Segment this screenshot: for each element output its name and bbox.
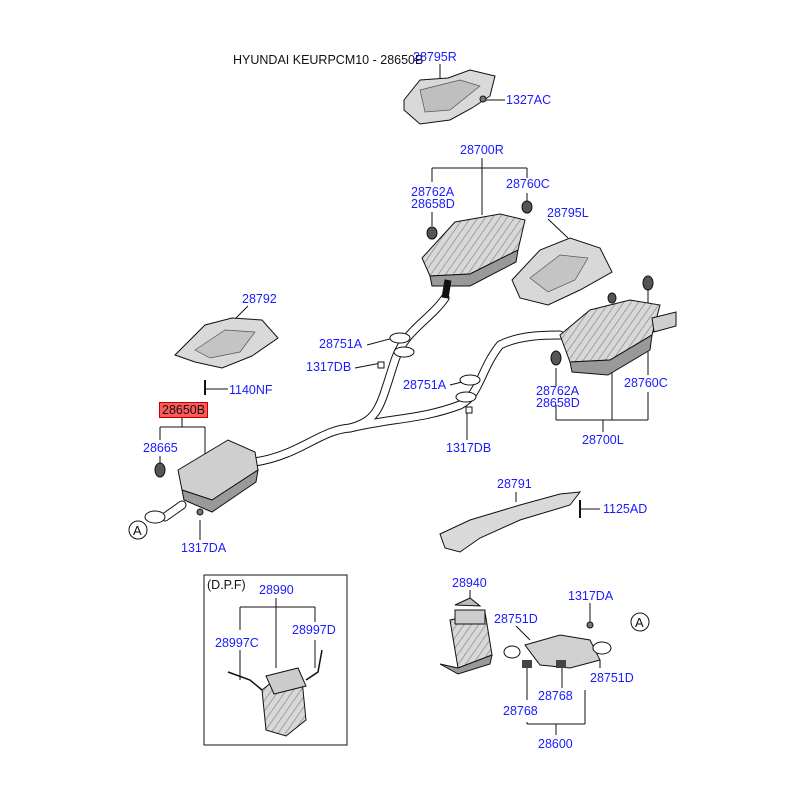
label-1125AD[interactable]: 1125AD	[603, 502, 648, 516]
ref-marker-left: A	[133, 523, 142, 538]
label-28792[interactable]: 28792	[242, 292, 277, 306]
label-28791[interactable]: 28791	[497, 477, 532, 491]
label-28762A-top[interactable]: 28762A	[411, 185, 455, 199]
ref-marker-right: A	[635, 615, 644, 630]
label-28700R[interactable]: 28700R	[460, 143, 504, 157]
label-1317DB-left[interactable]: 1317DB	[306, 360, 352, 374]
label-1317DB-mid[interactable]: 1317DB	[446, 441, 492, 455]
dpf-box-label: (D.P.F)	[207, 578, 246, 592]
label-28762A-right[interactable]: 28762A	[536, 384, 580, 398]
label-28768-b[interactable]: 28768	[503, 704, 538, 718]
label-1140NF[interactable]: 1140NF	[229, 383, 273, 397]
label-28658D-top[interactable]: 28658D	[411, 197, 455, 211]
label-28940[interactable]: 28940	[452, 576, 487, 590]
label-28658D-right[interactable]: 28658D	[536, 396, 580, 410]
label-28760C-right[interactable]: 28760C	[624, 376, 668, 390]
label-28600[interactable]: 28600	[538, 737, 573, 751]
label-28760C-top[interactable]: 28760C	[506, 177, 550, 191]
label-1327AC[interactable]: 1327AC	[506, 93, 552, 107]
label-28795R[interactable]: 28795R	[413, 50, 457, 64]
label-28751A-left[interactable]: 28751A	[319, 337, 363, 351]
label-28997D[interactable]: 28997D	[292, 623, 336, 637]
diagram-title: HYUNDAI KEURPCM10 - 28650B	[233, 53, 424, 67]
label-28650B-highlighted[interactable]: 28650B	[159, 402, 209, 418]
label-1317DA-right[interactable]: 1317DA	[568, 589, 614, 603]
label-28751A-mid[interactable]: 28751A	[403, 378, 447, 392]
label-28990[interactable]: 28990	[259, 583, 294, 597]
label-28665[interactable]: 28665	[143, 441, 178, 455]
label-28795L[interactable]: 28795L	[547, 206, 589, 220]
label-28700L[interactable]: 28700L	[582, 433, 624, 447]
label-28751D-lower[interactable]: 28751D	[590, 671, 634, 685]
label-1317DA-left[interactable]: 1317DA	[181, 541, 227, 555]
label-28751D-upper[interactable]: 28751D	[494, 612, 538, 626]
label-28997C[interactable]: 28997C	[215, 636, 259, 650]
label-28768-a[interactable]: 28768	[538, 689, 573, 703]
